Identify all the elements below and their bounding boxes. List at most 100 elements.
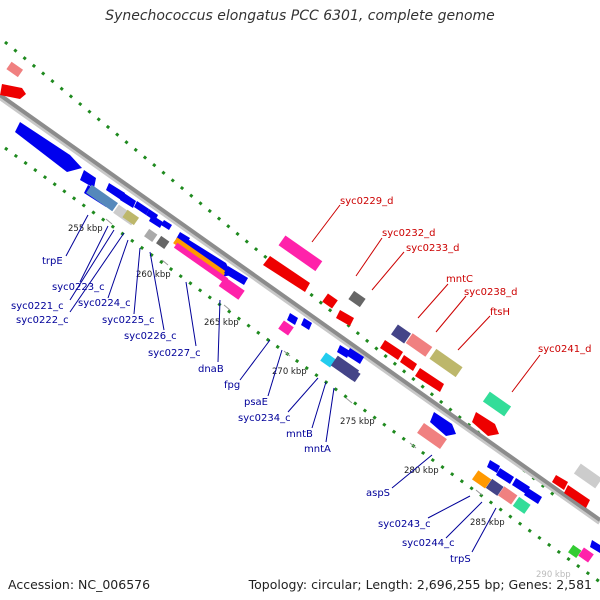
gene-feature[interactable]	[524, 488, 542, 504]
gene-label-syc0227-c[interactable]: syc0227_c	[148, 348, 201, 359]
label-leader	[69, 229, 115, 301]
gene-label-mntA[interactable]: mntA	[304, 444, 331, 455]
gene-feature[interactable]	[149, 215, 163, 228]
gene-feature[interactable]	[106, 183, 125, 200]
gene-label-psaE[interactable]: psaE	[244, 397, 268, 408]
label-leader	[355, 237, 383, 277]
gene-label-syc0238-d[interactable]: syc0238_d	[464, 287, 517, 298]
gene-feature[interactable]	[218, 277, 245, 300]
gene-feature[interactable]	[391, 324, 411, 344]
gene-feature[interactable]	[405, 333, 433, 357]
label-leader	[133, 247, 141, 315]
gene-label-syc0226-c[interactable]: syc0226_c	[124, 331, 177, 342]
gene-label-syc0244-c[interactable]: syc0244_c	[402, 538, 455, 549]
gene-feature[interactable]	[80, 170, 96, 188]
gene-feature[interactable]	[472, 470, 492, 489]
gene-feature[interactable]	[301, 318, 312, 330]
label-leader	[471, 507, 497, 553]
gene-label-syc0241-d[interactable]: syc0241_d	[538, 344, 591, 355]
gene-feature[interactable]	[485, 478, 504, 496]
label-leader	[69, 232, 125, 313]
label-leader	[311, 204, 341, 243]
gene-feature[interactable]	[86, 184, 118, 212]
gene-feature[interactable]	[415, 368, 444, 392]
gene-feature[interactable]	[278, 235, 323, 272]
gene-feature[interactable]	[482, 391, 512, 417]
gene-feature[interactable]	[564, 485, 590, 508]
gene-label-syc0221-c[interactable]: syc0221_c	[11, 301, 64, 312]
gene-label-aspS[interactable]: aspS	[366, 488, 390, 499]
label-leader	[457, 315, 491, 351]
gene-label-syc0222-c[interactable]: syc0222_c	[16, 315, 69, 326]
label-leader	[79, 225, 109, 283]
gene-label-syc0234-c[interactable]: syc0234_c	[238, 413, 291, 424]
gene-feature[interactable]	[278, 320, 294, 336]
gene-feature[interactable]	[287, 313, 298, 325]
gene-feature[interactable]	[512, 496, 531, 514]
gene-feature[interactable]	[161, 220, 172, 230]
gene-feature[interactable]	[263, 256, 310, 292]
gene-feature[interactable]	[487, 460, 500, 473]
gene-feature[interactable]	[429, 348, 463, 378]
gene-feature[interactable]	[134, 201, 149, 215]
gene-feature[interactable]	[343, 365, 361, 383]
gene-feature[interactable]	[472, 412, 499, 436]
tick-label: 290 kbp	[536, 570, 571, 580]
gene-feature[interactable]	[568, 544, 582, 558]
gene-label-syc0243-c[interactable]: syc0243_c	[378, 519, 431, 530]
label-leader	[287, 377, 319, 413]
genome-backbone	[0, 93, 600, 522]
gene-feature[interactable]	[322, 293, 338, 309]
gene-feature[interactable]	[122, 209, 140, 226]
gene-label-syc0224-c[interactable]: syc0224_c	[78, 298, 131, 309]
label-leader	[65, 214, 89, 257]
gene-feature[interactable]	[430, 412, 456, 436]
gene-feature[interactable]	[552, 475, 568, 490]
gene-label-mntB[interactable]: mntB	[286, 429, 313, 440]
gene-label-trpS[interactable]: trpS	[450, 554, 471, 565]
gene-feature[interactable]	[336, 310, 354, 326]
gene-label-syc0232-d[interactable]: syc0232_d	[382, 228, 435, 239]
tick-label: 280 kbp	[404, 466, 439, 476]
gene-feature[interactable]	[144, 228, 158, 242]
gene-feature[interactable]	[320, 352, 336, 368]
gene-label-syc0233-d[interactable]: syc0233_d	[406, 243, 459, 254]
gene-feature[interactable]	[156, 235, 170, 249]
gene-label-syc0223-c[interactable]: syc0223_c	[52, 282, 105, 293]
gene-feature[interactable]	[578, 547, 594, 563]
gene-feature[interactable]	[573, 463, 600, 489]
gene-feature[interactable]	[417, 423, 447, 449]
tick-label: 270 kbp	[272, 367, 307, 377]
tick-mark	[345, 397, 353, 404]
label-leader	[325, 387, 335, 443]
gene-feature[interactable]	[348, 290, 366, 308]
gene-feature[interactable]	[346, 348, 364, 364]
gene-feature[interactable]	[15, 122, 82, 172]
gene-feature[interactable]	[173, 237, 227, 278]
gene-label-fpg[interactable]: fpg	[224, 380, 240, 391]
gene-feature[interactable]	[120, 193, 136, 208]
gene-feature[interactable]	[400, 355, 417, 371]
gene-label-syc0229-d[interactable]: syc0229_d	[340, 196, 393, 207]
gene-feature[interactable]	[224, 266, 248, 285]
gene-feature[interactable]	[0, 84, 26, 99]
gene-feature[interactable]	[173, 242, 229, 284]
gene-label-ftsH[interactable]: ftsH	[490, 307, 510, 318]
gene-feature[interactable]	[590, 540, 600, 553]
gene-feature[interactable]	[512, 478, 530, 494]
gene-label-trpE[interactable]: trpE	[42, 256, 63, 267]
tick-mark	[475, 489, 483, 496]
gene-feature[interactable]	[6, 61, 24, 78]
label-leader	[417, 283, 449, 319]
label-leader	[239, 339, 271, 381]
label-leader	[435, 295, 467, 333]
gene-feature[interactable]	[496, 468, 514, 484]
tick-label: 265 kbp	[204, 318, 239, 328]
gene-label-mntC[interactable]: mntC	[446, 274, 473, 285]
gene-feature[interactable]	[498, 486, 518, 505]
genome-stats-text: Topology: circular; Length: 2,696,255 bp…	[248, 577, 592, 592]
label-leader	[511, 354, 541, 393]
gene-label-dnaB[interactable]: dnaB	[198, 364, 224, 375]
gene-label-syc0225-c[interactable]: syc0225_c	[102, 315, 155, 326]
gene-feature[interactable]	[380, 340, 403, 360]
